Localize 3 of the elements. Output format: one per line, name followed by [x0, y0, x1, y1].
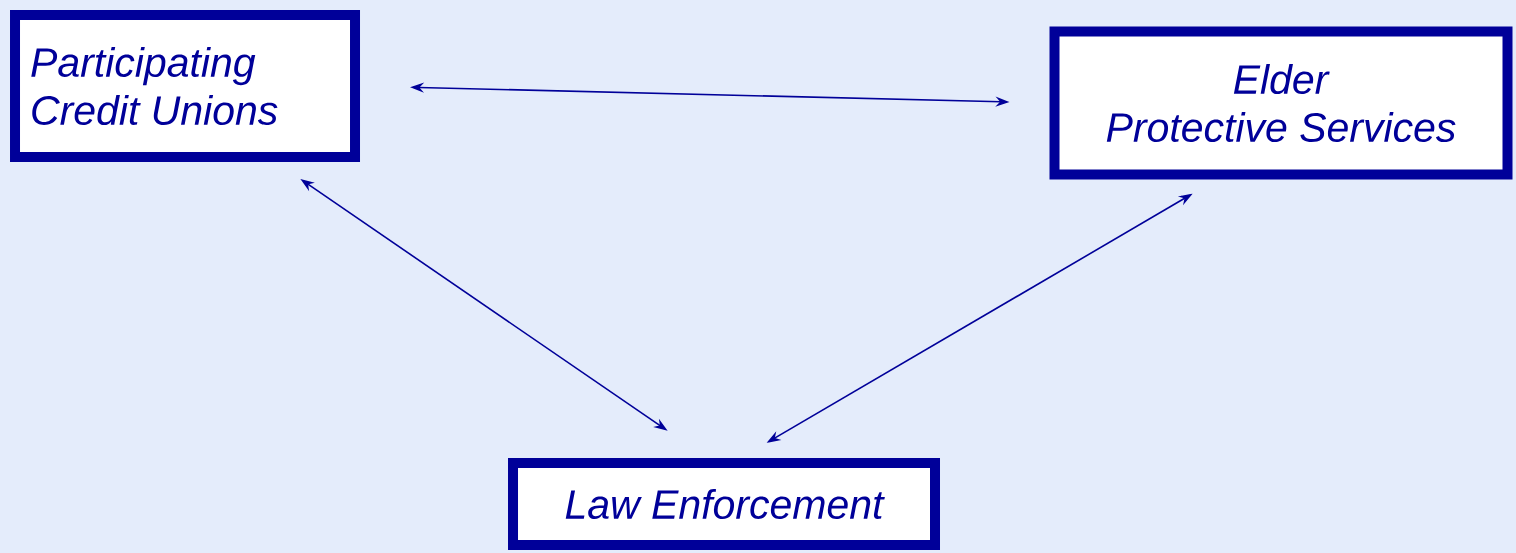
- entity-box: Elder Protective Services: [1049, 26, 1513, 180]
- entity-box: Participating Credit Unions: [10, 10, 360, 162]
- entity-box: Law Enforcement: [508, 458, 940, 550]
